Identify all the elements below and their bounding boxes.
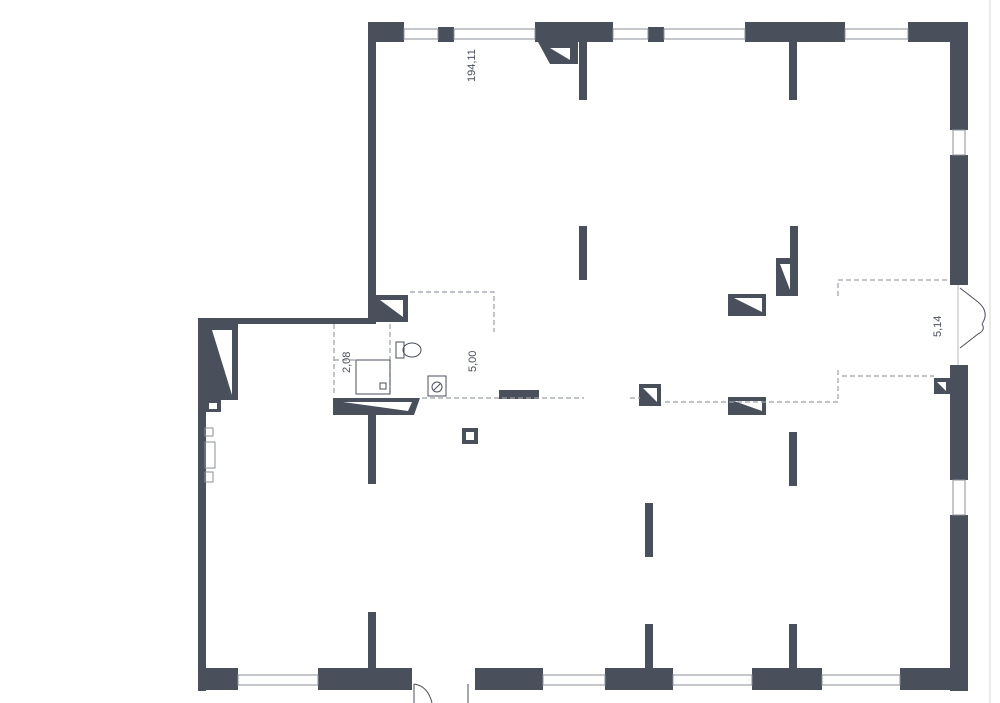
column-top-a (579, 42, 587, 100)
wall-bottom-1 (198, 668, 238, 690)
wall-top-2 (438, 27, 454, 42)
wall-bottom-3 (475, 668, 543, 690)
shower-tray (355, 359, 391, 395)
entrance-door-bottom (413, 683, 469, 703)
wall-bottom-5 (752, 668, 822, 690)
window-bottom-4 (821, 674, 901, 686)
wall-top-3 (535, 22, 613, 42)
entrance-outline (837, 279, 948, 296)
wc-outline (410, 291, 495, 332)
outer-walls (198, 22, 968, 691)
wall-step (198, 318, 376, 324)
column-top-b (789, 42, 797, 100)
window-left-3 (204, 471, 214, 483)
columns (368, 42, 798, 668)
column-low-a (368, 414, 376, 484)
column-low-b (789, 432, 797, 486)
window-top-4 (663, 28, 746, 40)
wall-right-4 (950, 515, 968, 691)
doors (413, 285, 986, 703)
window-bottom-1 (237, 674, 319, 686)
wall-right-3 (950, 365, 968, 480)
wc-width-label: 2,08 (341, 352, 353, 373)
shaft-top (538, 42, 578, 64)
window-right-1 (952, 129, 966, 156)
column-mid-a (579, 226, 587, 280)
window-bottom-2 (542, 674, 606, 686)
window-top-2 (453, 28, 536, 40)
toilet-icon (395, 341, 422, 359)
wall-corridor (499, 390, 539, 399)
wall-bottom-6 (900, 668, 968, 690)
entrance-door-right (957, 285, 986, 365)
window-left-2 (204, 441, 216, 469)
window-top-5 (844, 28, 909, 40)
wall-bottom-2 (318, 668, 412, 690)
sink-icon (427, 375, 447, 397)
entrance-width-label: 5,14 (932, 316, 944, 337)
shafts (204, 42, 950, 444)
area-label: 194,11 (466, 49, 478, 82)
wall-lower-left (198, 318, 206, 691)
wall-right-1 (950, 22, 968, 130)
window-top-1 (403, 28, 439, 40)
wall-top-1 (368, 22, 404, 42)
column-bottom-c (789, 624, 797, 668)
column-bottom-a (368, 612, 376, 668)
wall-right-2 (950, 155, 968, 285)
wall-top-5 (745, 22, 845, 42)
window-right-2 (952, 479, 966, 516)
column-bottom-b (645, 624, 653, 668)
wall-top-4 (648, 27, 664, 42)
wc-length-label: 5,00 (467, 351, 479, 372)
wall-bottom-4 (605, 668, 673, 690)
window-left-1 (204, 427, 214, 437)
dashed-partitions (333, 279, 948, 403)
column-low-c (645, 503, 653, 557)
windows (204, 28, 966, 686)
window-bottom-3 (672, 674, 753, 686)
wall-upper-left (368, 22, 376, 322)
wc-fixtures (355, 341, 447, 397)
window-top-3 (612, 28, 649, 40)
